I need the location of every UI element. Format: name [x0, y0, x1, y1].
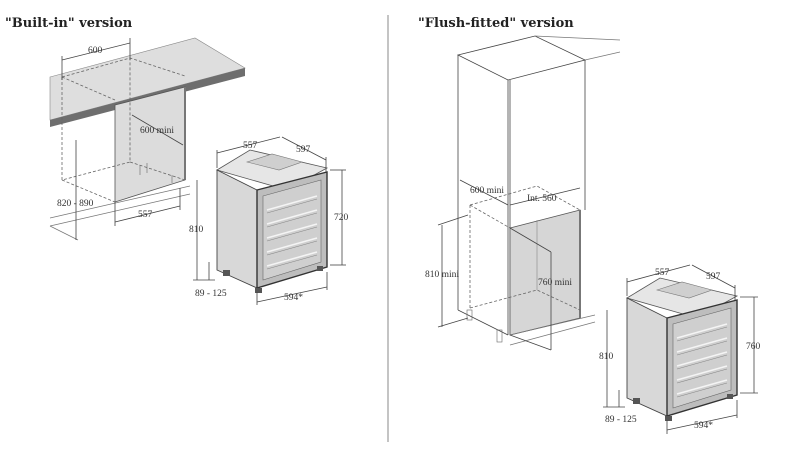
wine-cooler-built-in — [216, 149, 328, 294]
dim-unit-height-front: 720 — [334, 213, 349, 223]
flush-fitted-section: "Flush-fitted" version — [418, 16, 761, 434]
niche-opening — [509, 209, 581, 336]
dim-unit-depth: 597 — [296, 145, 311, 155]
dim-unit-width-flush: 557 — [655, 268, 670, 278]
side-panel — [114, 86, 186, 203]
built-in-title: "Built-in" version — [5, 16, 133, 31]
dim-feet: 89 - 125 — [195, 289, 227, 299]
dim-door-width: 594* — [284, 293, 303, 303]
dim-unit-depth-flush: 597 — [706, 272, 721, 282]
dim-niche-height: 820 - 890 — [57, 199, 94, 209]
dim-niche-depth-flush: 600 mini — [470, 186, 504, 196]
dim-niche-depth: 600 — [88, 46, 103, 56]
dim-unit-height: 810 — [189, 225, 204, 235]
built-in-section: "Built-in" version 600 6 — [5, 16, 349, 305]
dim-panel-depth: 600 mini — [140, 126, 174, 136]
dim-niche-height-flush: 810 mini — [425, 270, 459, 280]
dim-niche-width: 557 — [138, 210, 153, 220]
dim-unit-width: 557 — [243, 141, 258, 151]
dim-feet-flush: 89 - 125 — [605, 415, 637, 425]
dim-unit-height-flush: 810 — [599, 352, 614, 362]
dim-unit-height-front-flush: 760 — [746, 342, 761, 352]
niche-outline-flush — [469, 185, 581, 311]
dim-door-width-flush: 594* — [694, 421, 713, 431]
flush-fitted-title: "Flush-fitted" version — [418, 16, 574, 31]
dim-niche-width-flush: Int. 560 — [527, 194, 557, 204]
wine-cooler-flush-fitted — [626, 277, 738, 422]
dim-opening-height: 760 mini — [538, 278, 572, 288]
